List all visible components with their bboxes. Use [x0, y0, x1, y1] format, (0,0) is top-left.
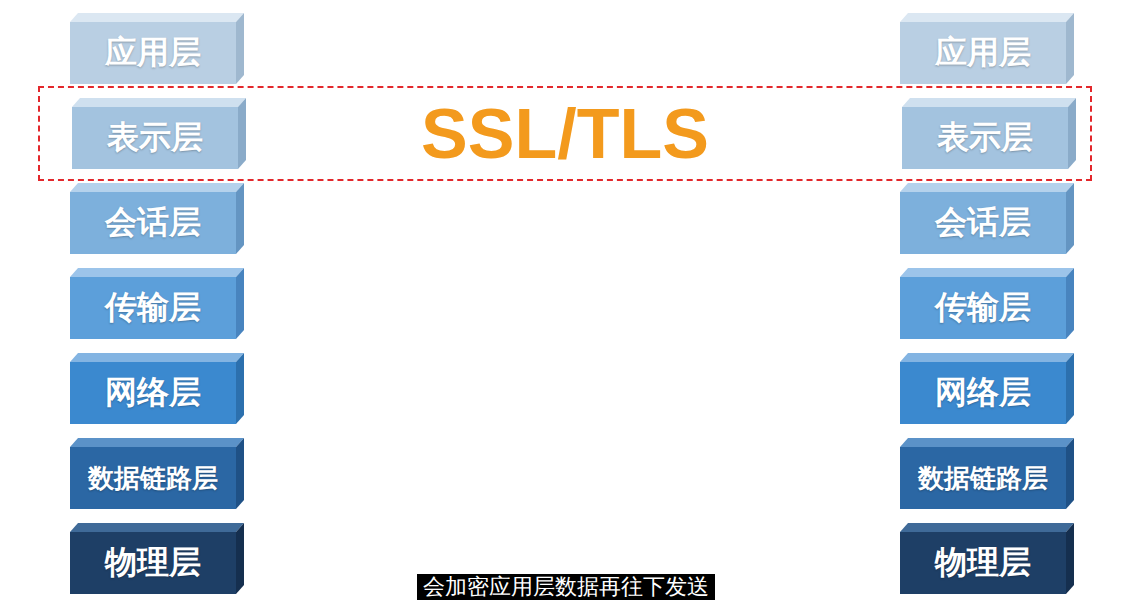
layer-name: 会话层 [935, 201, 1031, 245]
block-top-face [900, 438, 1074, 447]
block-top-face [900, 183, 1074, 192]
block-top-face [70, 523, 244, 532]
layer-name: 数据链路层 [918, 461, 1048, 496]
block-top-face [900, 268, 1074, 277]
block-side-face [1066, 438, 1074, 509]
osi-layer-block: 表示层 [72, 107, 238, 169]
osi-layer-block: 应用层 [70, 22, 236, 84]
osi-layer-block: 数据链路层 [70, 447, 236, 509]
osi-layer-block: 应用层 [900, 22, 1066, 84]
block-side-face [1066, 353, 1074, 424]
osi-layer-block: 会话层 [900, 192, 1066, 254]
block-top-face [902, 98, 1076, 107]
protocol-name: SSL/TLS [421, 94, 709, 174]
layer-name: 会话层 [105, 201, 201, 245]
osi-layer-block: 传输层 [70, 277, 236, 339]
block-side-face [236, 183, 244, 254]
osi-layer-block: 传输层 [900, 277, 1066, 339]
block-side-face [1066, 523, 1074, 594]
layer-name: 表示层 [937, 116, 1033, 160]
block-side-face [236, 353, 244, 424]
video-subtitle: 会加密应用层数据再往下发送 [417, 574, 715, 600]
block-side-face [236, 13, 244, 84]
osi-layer-block: 网络层 [900, 362, 1066, 424]
block-top-face [70, 13, 244, 22]
osi-layer-block: 表示层 [902, 107, 1068, 169]
block-side-face [236, 438, 244, 509]
osi-layer-block: 物理层 [900, 532, 1066, 594]
block-top-face [900, 353, 1074, 362]
block-top-face [70, 183, 244, 192]
layer-name: 数据链路层 [88, 461, 218, 496]
layer-name: 网络层 [105, 371, 201, 415]
layer-name: 应用层 [935, 31, 1031, 75]
osi-layer-block: 数据链路层 [900, 447, 1066, 509]
osi-layer-block: 会话层 [70, 192, 236, 254]
block-side-face [236, 268, 244, 339]
block-top-face [900, 13, 1074, 22]
block-top-face [70, 268, 244, 277]
layer-name: 网络层 [935, 371, 1031, 415]
layer-name: 传输层 [935, 286, 1031, 330]
block-side-face [236, 523, 244, 594]
block-side-face [1068, 98, 1076, 169]
osi-layer-block: 物理层 [70, 532, 236, 594]
block-top-face [70, 438, 244, 447]
block-side-face [1066, 183, 1074, 254]
block-side-face [1066, 268, 1074, 339]
block-side-face [238, 98, 246, 169]
block-side-face [1066, 13, 1074, 84]
layer-name: 物理层 [935, 541, 1031, 585]
layer-name: 表示层 [107, 116, 203, 160]
layer-name: 应用层 [105, 31, 201, 75]
ssl-tls-region: SSL/TLS 表示层 表示层 [38, 86, 1092, 181]
layer-name: 传输层 [105, 286, 201, 330]
osi-layer-block: 网络层 [70, 362, 236, 424]
block-top-face [900, 523, 1074, 532]
block-top-face [72, 98, 246, 107]
layer-name: 物理层 [105, 541, 201, 585]
block-top-face [70, 353, 244, 362]
